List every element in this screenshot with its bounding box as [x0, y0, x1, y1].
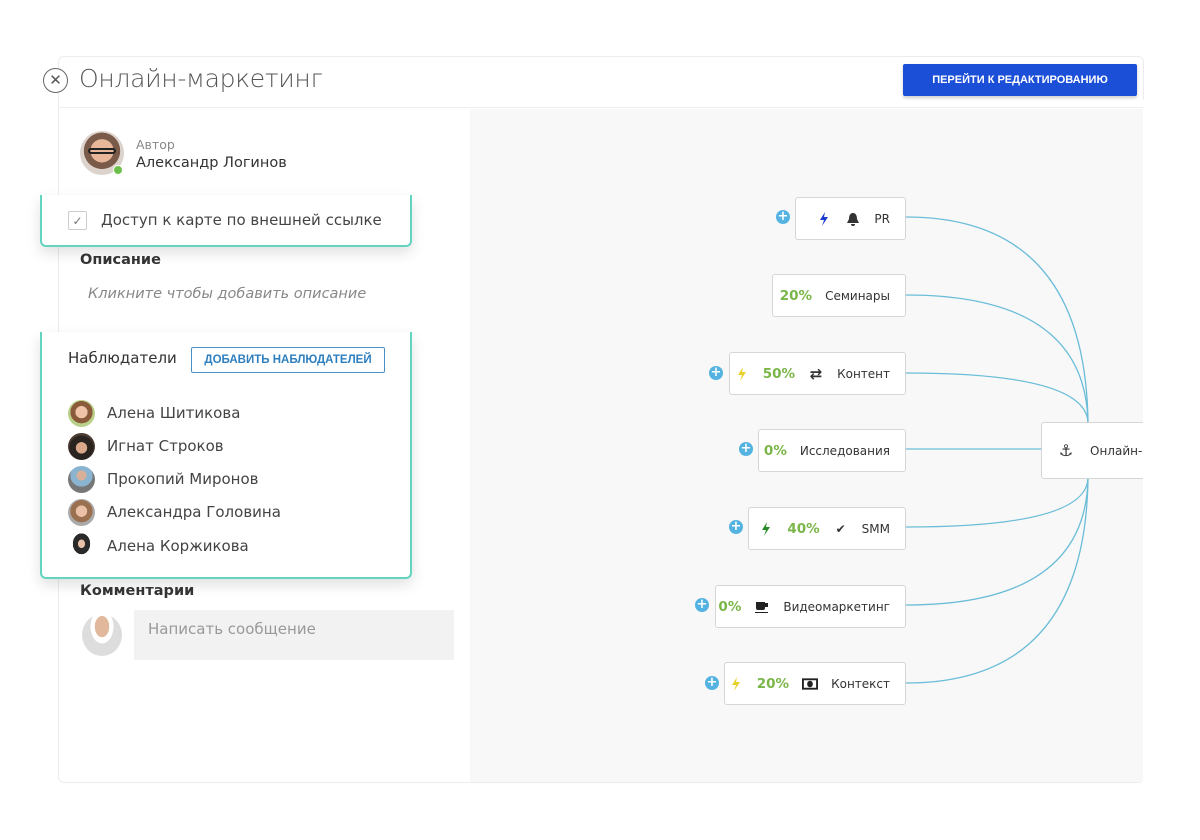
map-node-smm[interactable]: 40% ✔ SMM: [748, 507, 906, 550]
node-label: Контекст: [831, 676, 890, 691]
observer-item[interactable]: Алена Коржикова: [68, 532, 388, 560]
bolt-shape: [737, 366, 746, 381]
current-user-avatar: [82, 614, 122, 656]
node-percent: 50%: [762, 365, 796, 382]
observer-name: Алена Коржикова: [107, 537, 249, 555]
map-root-node[interactable]: ⚓ Онлайн-: [1041, 422, 1161, 479]
page-title: Онлайн-маркетинг: [79, 64, 323, 93]
add-node-plus-icon[interactable]: +: [739, 441, 753, 456]
map-node-context[interactable]: 20% Контекст: [724, 662, 906, 705]
access-popover: [40, 195, 412, 247]
observer-item[interactable]: Алена Шитикова: [68, 399, 388, 427]
node-percent: 20%: [779, 287, 813, 304]
observer-name: Александра Головина: [107, 503, 281, 521]
header: [58, 56, 1144, 108]
observer-item[interactable]: Игнат Строков: [68, 432, 388, 460]
root-node-label: Онлайн-: [1090, 443, 1143, 458]
description-placeholder[interactable]: Кликните чтобы добавить описание: [88, 286, 367, 302]
node-label: Семинары: [825, 288, 890, 303]
bell-icon: [845, 211, 861, 227]
bolt-icon: [728, 676, 744, 692]
observer-avatar: [68, 466, 95, 493]
node-percent: 20%: [756, 675, 790, 692]
anchor-icon: ⚓: [1058, 441, 1074, 460]
node-label: Контент: [837, 366, 890, 381]
check-icon: ✔: [835, 521, 846, 536]
node-percent: 0%: [763, 442, 787, 459]
add-node-plus-icon[interactable]: +: [729, 519, 743, 534]
description-heading: Описание: [80, 252, 161, 268]
map-node-content[interactable]: 50% ⇄ Контент: [729, 352, 906, 395]
observer-name: Игнат Строков: [107, 437, 224, 455]
node-label: Исследования: [799, 443, 890, 458]
coffee-shape: [755, 601, 769, 613]
add-node-plus-icon[interactable]: +: [776, 209, 790, 224]
bell-shape: [847, 212, 860, 226]
author-label: Автор: [136, 137, 175, 152]
bolt-icon: [816, 211, 832, 227]
map-node-video[interactable]: 0% Видеомаркетинг: [715, 585, 906, 628]
observer-name: Прокопий Миронов: [107, 470, 259, 488]
observer-item[interactable]: Прокопий Миронов: [68, 465, 388, 493]
add-node-plus-icon[interactable]: +: [709, 365, 723, 380]
exchange-icon: ⇄: [809, 364, 823, 383]
node-percent: 40%: [787, 520, 820, 537]
node-label: SMM: [861, 521, 890, 536]
map-node-research[interactable]: 0% Исследования: [758, 429, 906, 472]
bolt-shape: [762, 521, 771, 536]
map-node-seminars[interactable]: 20% Семинары: [772, 274, 906, 317]
money-coin: [807, 680, 813, 687]
money-shape: [802, 677, 819, 690]
online-status-dot: [113, 165, 123, 175]
observer-avatar: [68, 433, 95, 460]
comment-input[interactable]: Написать сообщение: [134, 610, 454, 660]
add-node-plus-icon[interactable]: +: [695, 597, 709, 612]
node-percent: 0%: [718, 598, 742, 615]
node-label: Видеомаркетинг: [783, 599, 890, 614]
observer-avatar: [68, 400, 95, 427]
observer-avatar: [68, 499, 95, 526]
coffee-icon: [754, 599, 770, 615]
author-name: Александр Логинов: [136, 155, 287, 171]
add-node-plus-icon[interactable]: +: [705, 675, 719, 690]
observer-item[interactable]: Александра Головина: [68, 498, 388, 526]
add-observers-button[interactable]: ДОБАВИТЬ НАБЛЮДАТЕЛЕЙ: [191, 347, 385, 373]
card-edge-mask: [1143, 100, 1200, 800]
bolt-shape: [731, 676, 740, 691]
observers-title: Наблюдатели: [68, 349, 177, 367]
comments-heading: Комментарии: [80, 583, 195, 599]
bolt-icon: [758, 521, 774, 537]
money-icon: [802, 676, 819, 692]
bolt-icon: [734, 366, 750, 382]
access-checkbox[interactable]: ✓: [68, 211, 87, 230]
observer-avatar: [68, 533, 95, 560]
observers-popover: [40, 332, 412, 579]
observer-name: Алена Шитикова: [107, 404, 241, 422]
edit-button[interactable]: ПЕРЕЙТИ К РЕДАКТИРОВАНИЮ: [903, 64, 1137, 96]
node-label: PR: [874, 211, 890, 226]
close-circle-icon[interactable]: ✕: [43, 68, 68, 93]
access-label[interactable]: Доступ к карте по внешней ссылке: [101, 211, 382, 229]
bolt-shape: [820, 211, 829, 226]
map-node-pr[interactable]: PR: [795, 197, 906, 240]
